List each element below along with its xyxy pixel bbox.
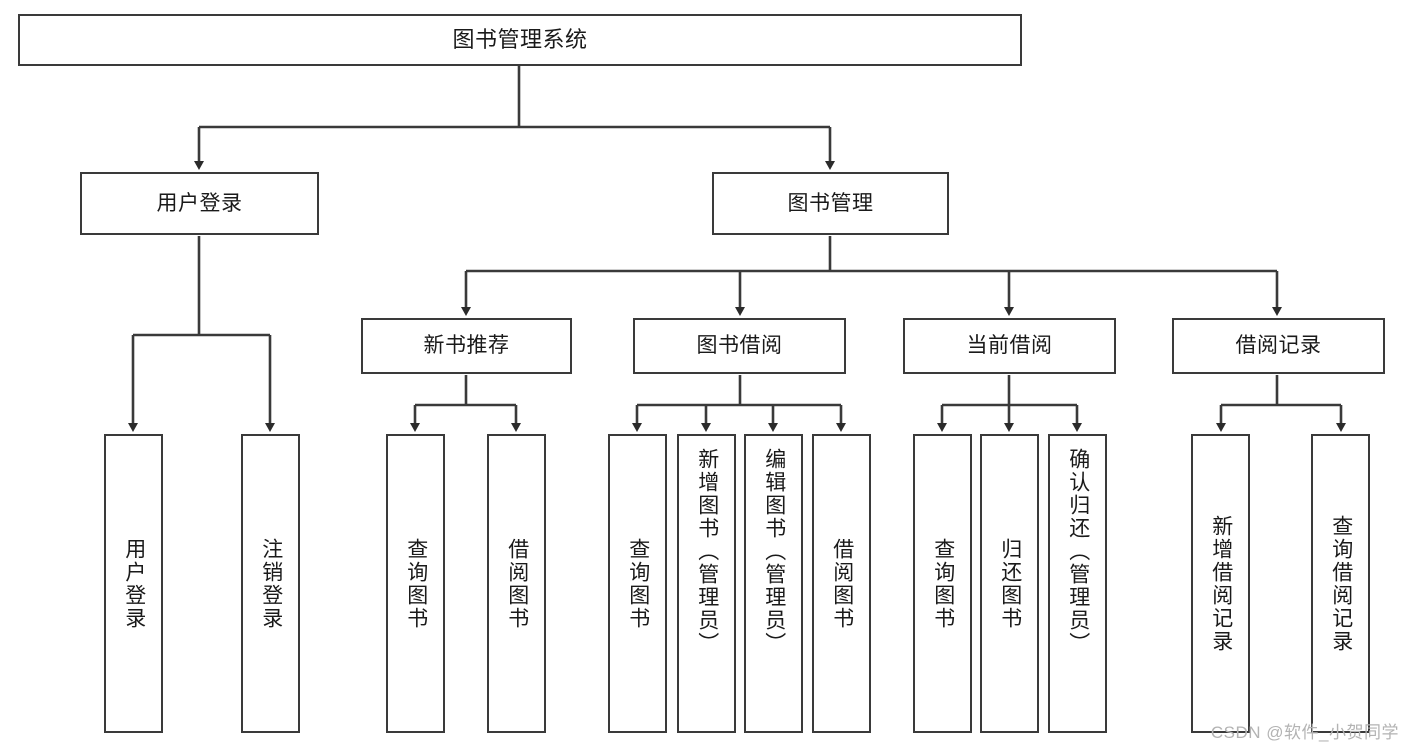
- node-leaf-confirm-return-label: 确认归还（管理员）: [1066, 448, 1090, 655]
- node-leaf-query-book-1-label: 查询图书: [404, 537, 428, 630]
- node-current-borrow-label: 当前借阅: [966, 334, 1053, 358]
- node-leaf-add-book-label: 新增图书（管理员）: [695, 448, 719, 655]
- node-leaf-add-book[interactable]: 新增图书（管理员）: [677, 434, 736, 733]
- node-borrow-record[interactable]: 借阅记录: [1172, 318, 1385, 374]
- node-book-borrow-label: 图书借阅: [696, 334, 783, 358]
- node-leaf-edit-book-label: 编辑图书（管理员）: [762, 448, 786, 655]
- node-leaf-confirm-return[interactable]: 确认归还（管理员）: [1048, 434, 1107, 733]
- node-book-manage[interactable]: 图书管理: [712, 172, 949, 235]
- node-leaf-user-logout-label: 注销登录: [259, 537, 283, 630]
- node-leaf-return-book-label: 归还图书: [998, 537, 1022, 630]
- node-leaf-user-logout[interactable]: 注销登录: [241, 434, 300, 733]
- node-leaf-add-record[interactable]: 新增借阅记录: [1191, 434, 1250, 733]
- node-user-login[interactable]: 用户登录: [80, 172, 319, 235]
- node-leaf-edit-book[interactable]: 编辑图书（管理员）: [744, 434, 803, 733]
- node-leaf-query-record[interactable]: 查询借阅记录: [1311, 434, 1370, 733]
- node-new-book-recommend[interactable]: 新书推荐: [361, 318, 572, 374]
- node-leaf-user-login-label: 用户登录: [122, 537, 146, 630]
- node-leaf-query-book-3-label: 查询图书: [931, 537, 955, 630]
- node-user-login-label: 用户登录: [156, 191, 243, 215]
- node-leaf-borrow-book-1-label: 借阅图书: [505, 537, 529, 630]
- node-leaf-return-book[interactable]: 归还图书: [980, 434, 1039, 733]
- node-current-borrow[interactable]: 当前借阅: [903, 318, 1116, 374]
- node-leaf-query-book-2[interactable]: 查询图书: [608, 434, 667, 733]
- csdn-watermark: CSDN @软件_小贺同学: [1210, 723, 1399, 742]
- node-book-borrow[interactable]: 图书借阅: [633, 318, 846, 374]
- node-leaf-borrow-book-2-label: 借阅图书: [830, 537, 854, 630]
- node-leaf-add-record-label: 新增借阅记录: [1209, 514, 1233, 653]
- node-leaf-user-login[interactable]: 用户登录: [104, 434, 163, 733]
- node-leaf-borrow-book-1[interactable]: 借阅图书: [487, 434, 546, 733]
- node-leaf-query-record-label: 查询借阅记录: [1329, 514, 1353, 653]
- node-root-label: 图书管理系统: [452, 26, 588, 52]
- node-root[interactable]: 图书管理系统: [18, 14, 1022, 66]
- node-leaf-borrow-book-2[interactable]: 借阅图书: [812, 434, 871, 733]
- node-book-manage-label: 图书管理: [787, 191, 874, 215]
- node-leaf-query-book-2-label: 查询图书: [626, 537, 650, 630]
- node-leaf-query-book-3[interactable]: 查询图书: [913, 434, 972, 733]
- node-leaf-query-book-1[interactable]: 查询图书: [386, 434, 445, 733]
- node-new-book-recommend-label: 新书推荐: [423, 334, 510, 358]
- node-borrow-record-label: 借阅记录: [1235, 334, 1322, 358]
